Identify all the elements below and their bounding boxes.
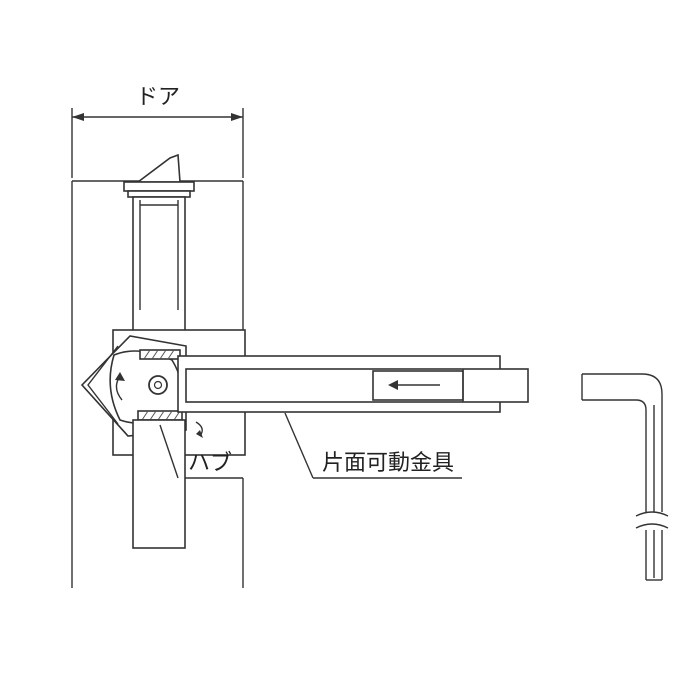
fitting-leader: [284, 412, 462, 479]
hub-label: ハブ: [188, 451, 232, 476]
door-outline: [71, 180, 244, 588]
top-cap: [123, 153, 195, 198]
door-dimension: ドア: [71, 85, 244, 178]
hub-leader: [159, 424, 179, 479]
door-label: ドア: [136, 85, 180, 110]
hook-arrow-icon: [195, 421, 203, 438]
hex-key-icon: [581, 373, 670, 581]
rotate-arrow-icon: [115, 372, 125, 401]
arrow-left-icon: [388, 380, 440, 390]
lower-tube: [132, 419, 186, 549]
fitting-label: 片面可動金具: [322, 451, 454, 476]
one-side-fitting: [177, 355, 529, 413]
